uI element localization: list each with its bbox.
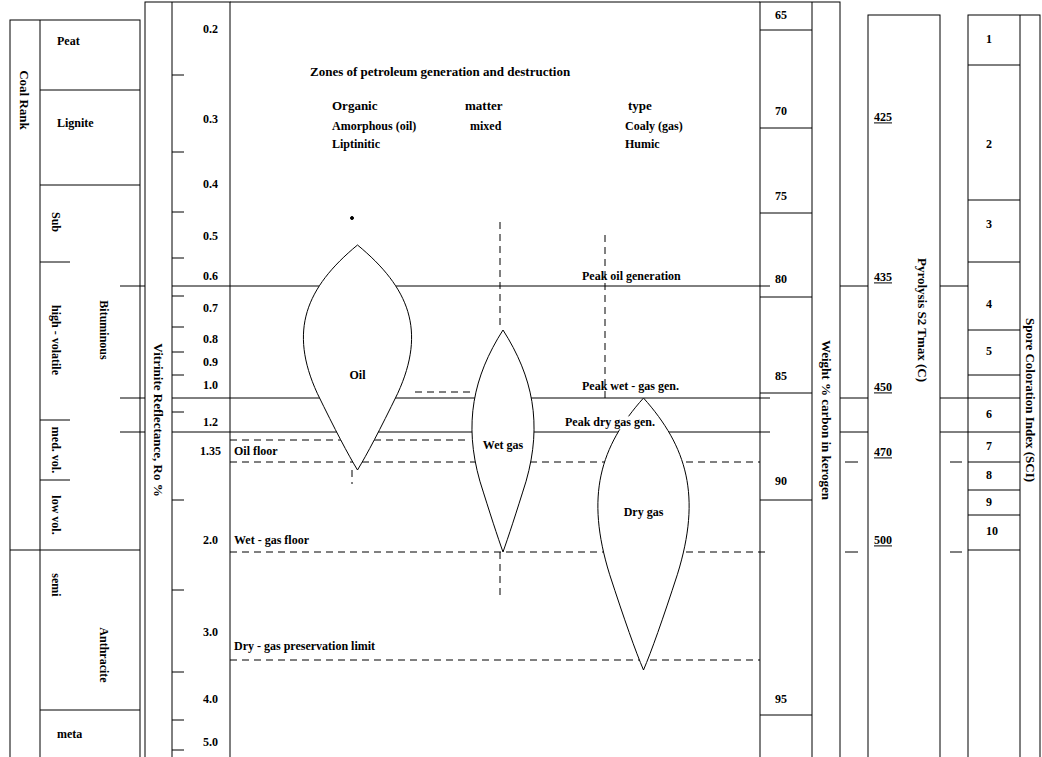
- scale-number: 7: [986, 440, 992, 453]
- rank-name: Peat: [57, 35, 80, 48]
- scale-number: 1.0: [203, 379, 218, 392]
- zone-name: Oil: [349, 369, 365, 382]
- rank-name: semi: [48, 573, 61, 596]
- scale-number: 0.6: [203, 270, 218, 283]
- scale-number: 8: [986, 469, 992, 482]
- peak-lines: [120, 286, 770, 432]
- carbon-frame: [760, 2, 840, 757]
- scale-number: 80: [775, 273, 787, 286]
- scale-number: 4.0: [203, 693, 218, 706]
- rank-name: med. vol.: [48, 427, 61, 473]
- column-heading: type: [628, 99, 652, 113]
- carbon-ticks: [760, 30, 812, 715]
- coal-rank-frame: [10, 20, 140, 757]
- type-name: Humic: [625, 138, 660, 151]
- rank-name: Lignite: [57, 117, 94, 130]
- scale-number: 3.0: [203, 626, 218, 639]
- column-ticks: [840, 286, 968, 552]
- boundary-label: Oil floor: [234, 445, 278, 458]
- type-name: mixed: [470, 120, 501, 133]
- lens-path: [303, 245, 411, 470]
- rank-name: meta: [57, 728, 82, 741]
- scale-number: 0.7: [203, 302, 218, 315]
- scale-number: 0.9: [203, 356, 218, 369]
- axis-title: Vitrinite Reflectance, Ro %: [151, 343, 165, 496]
- rank-name: Bituminous: [96, 300, 109, 359]
- lens-path: [472, 330, 534, 552]
- type-name: Coaly (gas): [625, 120, 683, 133]
- column-divider: [812, 2, 813, 757]
- zone-name: Dry gas: [624, 506, 664, 519]
- type-name: Amorphous (oil): [332, 120, 416, 133]
- scale-number: 470: [874, 446, 892, 459]
- axis-title: Weight % carbon in kerogen: [819, 340, 833, 500]
- scale-number: 3: [986, 218, 992, 231]
- scale-number: 65: [775, 9, 787, 22]
- axis-title: Coal Rank: [17, 70, 31, 130]
- type-name: Liptinitic: [332, 138, 380, 151]
- boundary-label: Peak oil generation: [582, 270, 681, 283]
- boundary-lines: [230, 222, 770, 660]
- scale-number: 1.2: [203, 416, 218, 429]
- scale-number: 5: [986, 345, 992, 358]
- boundary-label: Dry - gas preservation limit: [234, 640, 375, 653]
- sci-separators: [968, 65, 1020, 550]
- rank-separators: [10, 90, 140, 710]
- scale-number: 6: [986, 408, 992, 421]
- scale-number: 1: [986, 33, 992, 46]
- scale-number: 95: [775, 693, 787, 706]
- scale-number: 450: [874, 381, 892, 394]
- boundary-label: Wet - gas floor: [234, 534, 309, 547]
- column-divider: [1020, 15, 1021, 757]
- lens-path: [598, 398, 689, 670]
- scale-number: 0.8: [203, 333, 218, 346]
- scale-number: 1.35: [200, 445, 221, 458]
- rank-name: Anthracite: [96, 627, 109, 682]
- column-divider: [40, 20, 41, 757]
- scale-number: 0.3: [203, 113, 218, 126]
- lens-outline: [595, 398, 692, 670]
- rank-name: low vol.: [48, 495, 61, 534]
- heading: Zones of petroleum generation and destru…: [310, 65, 570, 79]
- column-divider: [172, 2, 173, 757]
- scale-number: 4: [986, 298, 992, 311]
- scale-number: 500: [874, 534, 892, 547]
- axis-title: Pyrolysis S2 Tmax (C): [915, 258, 929, 382]
- scale-number: 90: [775, 475, 787, 488]
- scale-number: 2: [986, 138, 992, 151]
- top-border: [230, 2, 760, 3]
- scale-number: 75: [775, 190, 787, 203]
- scale-number: 70: [775, 105, 787, 118]
- scale-number: 2.0: [203, 534, 218, 547]
- scale-number: 0.5: [203, 230, 218, 243]
- zone-lens: Oil: [300, 245, 415, 470]
- boundary-label: Peak dry gas gen.: [563, 416, 657, 429]
- sci-frame: [968, 15, 1040, 757]
- scale-number: 9: [986, 496, 992, 509]
- pyrolysis-frame: [868, 15, 940, 757]
- column-heading: matter: [465, 99, 503, 113]
- scale-number: 0.2: [203, 23, 218, 36]
- scale-number: 5.0: [203, 736, 218, 749]
- rank-name: high - volatile: [48, 305, 61, 375]
- rank-name: Sub: [48, 212, 61, 232]
- reflectance-frame: [145, 2, 230, 757]
- axis-title: Spore Coloration Index (SCI): [1023, 318, 1037, 482]
- scale-number: 425: [874, 111, 892, 124]
- scale-number: 0.4: [203, 178, 218, 191]
- zone-lens: Dry gas: [595, 398, 692, 670]
- zone-lens: Wet gas: [470, 330, 536, 552]
- lens-outline: [300, 245, 415, 470]
- boundary-label: Peak wet - gas gen.: [582, 380, 679, 393]
- scale-number: 10: [986, 525, 998, 538]
- scale-number: 85: [775, 370, 787, 383]
- scale-number: 435: [874, 271, 892, 284]
- oil-onset-dot: [351, 217, 354, 220]
- column-heading: Organic: [332, 99, 378, 113]
- zone-name: Wet gas: [483, 439, 523, 452]
- scale-ticks: [172, 75, 184, 750]
